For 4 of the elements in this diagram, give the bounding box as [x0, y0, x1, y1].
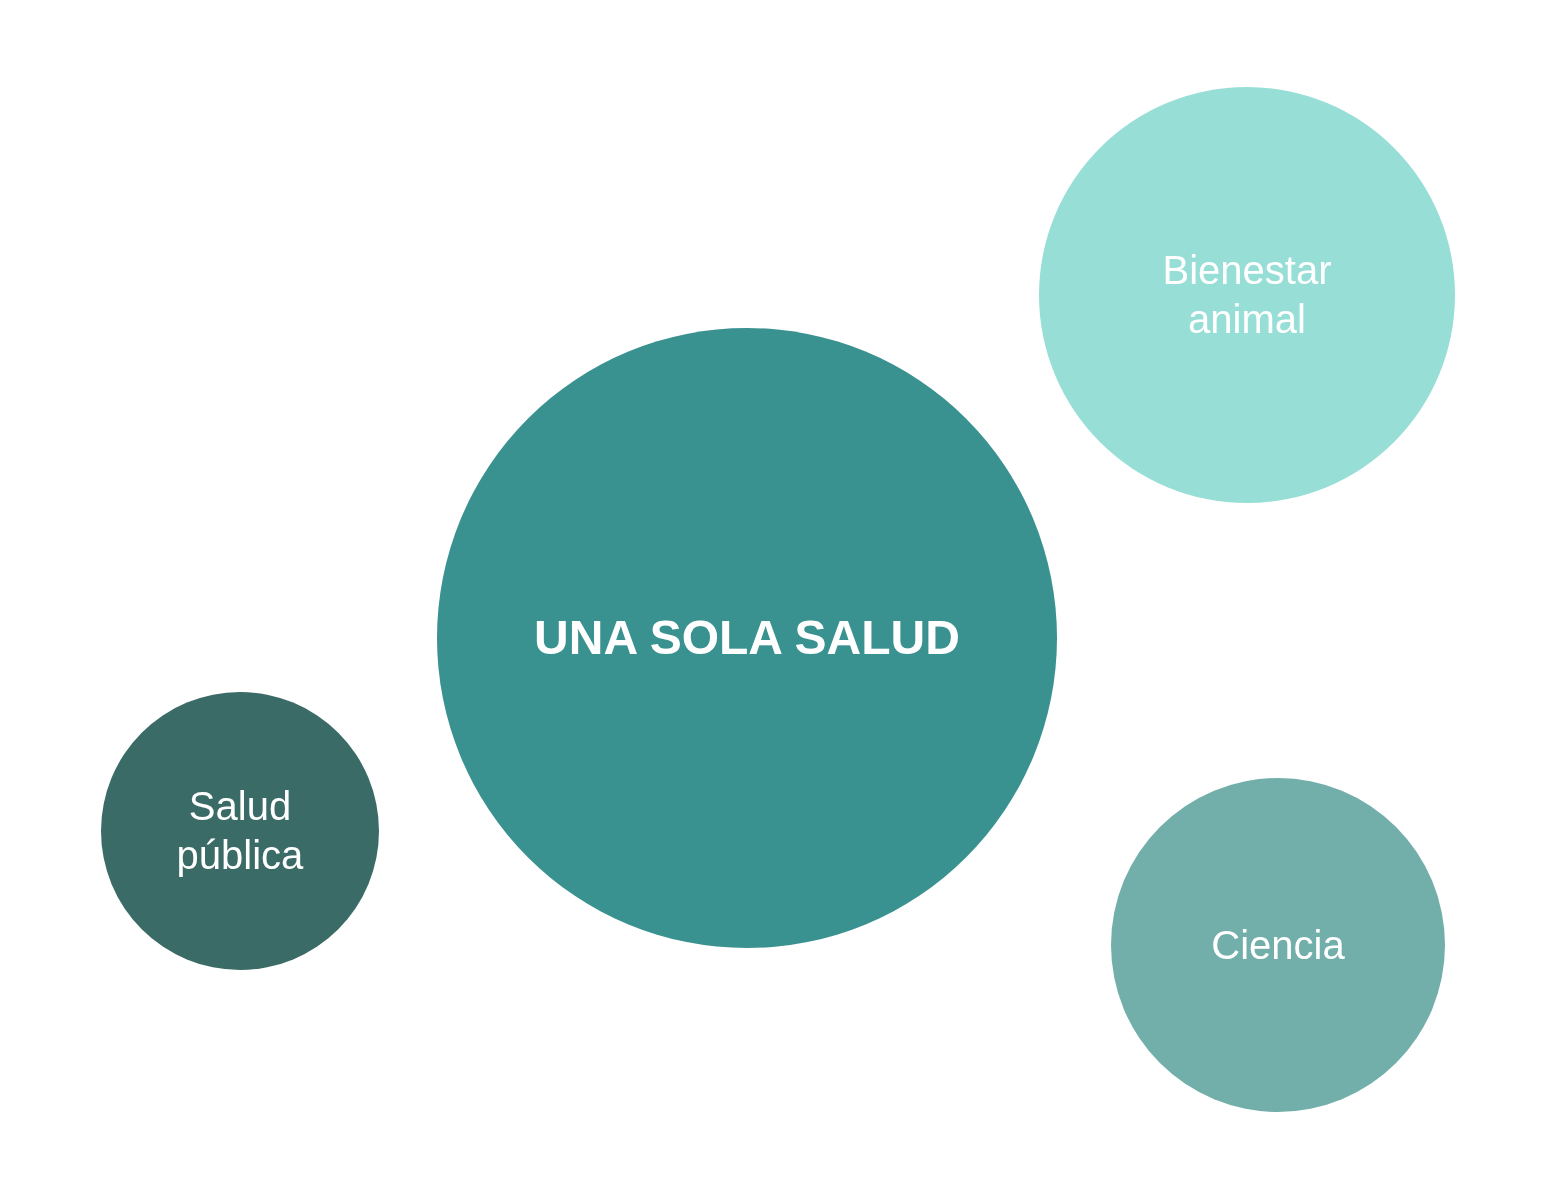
node-label: UNA SOLA SALUD — [534, 609, 960, 666]
node-label: Ciencia — [1211, 921, 1345, 969]
node-label: Salud pública — [175, 783, 305, 879]
node-label: Bienestar animal — [1161, 247, 1333, 343]
